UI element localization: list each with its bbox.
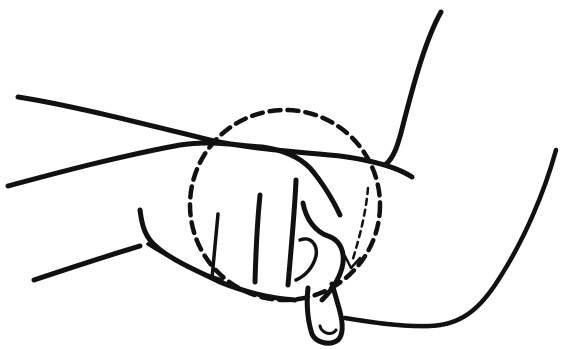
hand-gripping-forearm-drawing <box>0 0 563 349</box>
illustration-canvas <box>0 0 563 349</box>
